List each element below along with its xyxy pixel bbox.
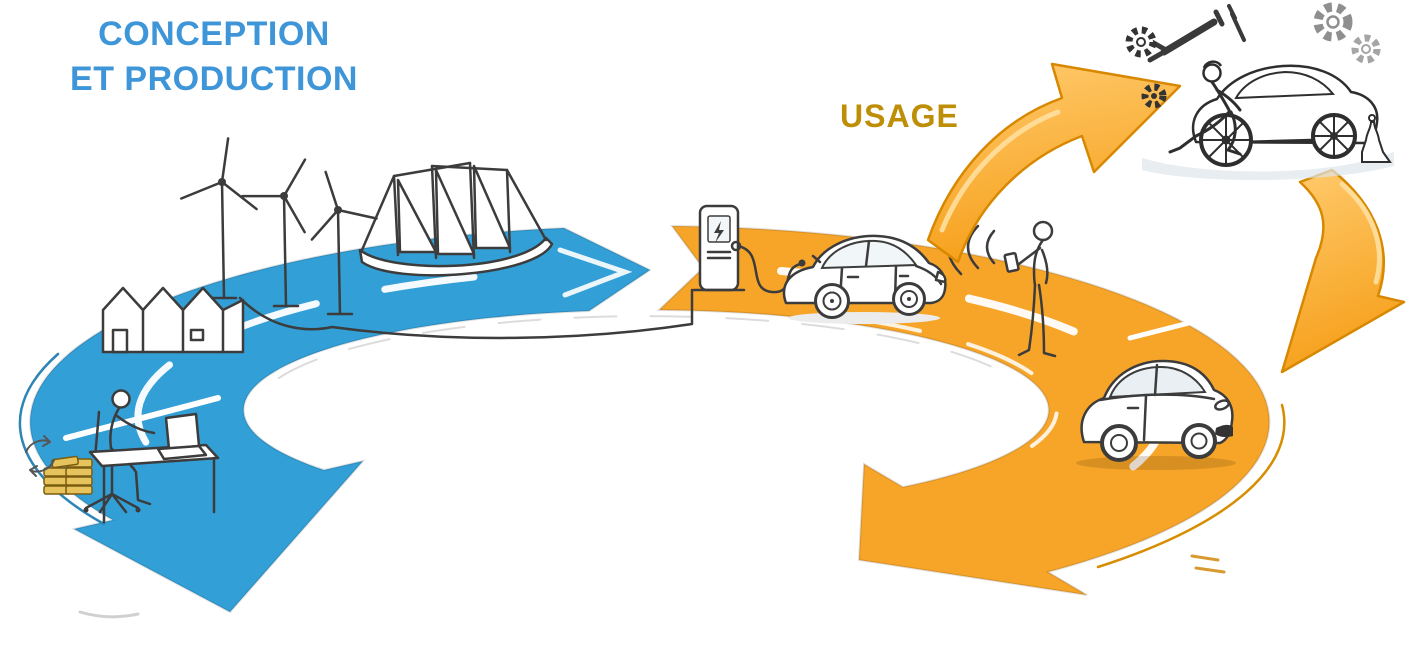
ring-sketch-highlights — [63, 247, 1235, 591]
laptop-icon — [156, 412, 208, 461]
car-windows — [820, 239, 918, 270]
arrow-usage-to-maintenance — [926, 62, 1182, 264]
factory-illustration — [101, 286, 245, 354]
car-wheels — [814, 282, 926, 319]
grille — [1215, 424, 1233, 438]
recycle-arrows-icon — [25, 435, 55, 477]
stage-label-usage: USAGE — [840, 98, 959, 134]
person-with-smartphone-illustration — [1003, 220, 1057, 358]
charging-station-illustration — [692, 204, 806, 294]
car-jack-icon — [1361, 114, 1392, 163]
arrow-maintenance-to-car — [1280, 168, 1406, 374]
bolt-icon — [714, 221, 724, 243]
wind-turbines-illustration — [180, 137, 378, 316]
maintenance-garage-illustration — [1125, 2, 1394, 181]
screwdriver-icon — [1227, 4, 1246, 42]
designer-at-desk-illustration — [25, 389, 220, 524]
wrench-icon — [1147, 9, 1225, 63]
stage-label-line2: ET PRODUCTION — [70, 59, 358, 98]
headlight — [1214, 399, 1230, 411]
car-windows — [1108, 365, 1207, 399]
power-cable — [238, 288, 694, 340]
headlight — [934, 270, 947, 284]
charging-cable — [736, 244, 803, 294]
electric-car-illustration — [782, 234, 947, 324]
ring-sketch-outlines — [18, 315, 1286, 619]
gear-icon — [1313, 2, 1381, 64]
stage-label-conception-production: CONCEPTION ET PRODUCTION — [28, 12, 400, 102]
smartphone-icon — [1003, 251, 1020, 273]
car-shadow — [1076, 456, 1236, 470]
gear-icon — [1125, 26, 1167, 109]
mechanic-figure — [1168, 60, 1242, 156]
car-wheels — [1100, 423, 1217, 462]
money-stacks-icon — [43, 455, 93, 495]
cap — [1202, 60, 1223, 69]
sailing-ships-illustration — [358, 161, 554, 277]
ground — [1142, 152, 1394, 181]
city-car-illustration — [1076, 359, 1236, 470]
stage-label-line1: CONCEPTION — [98, 15, 330, 53]
